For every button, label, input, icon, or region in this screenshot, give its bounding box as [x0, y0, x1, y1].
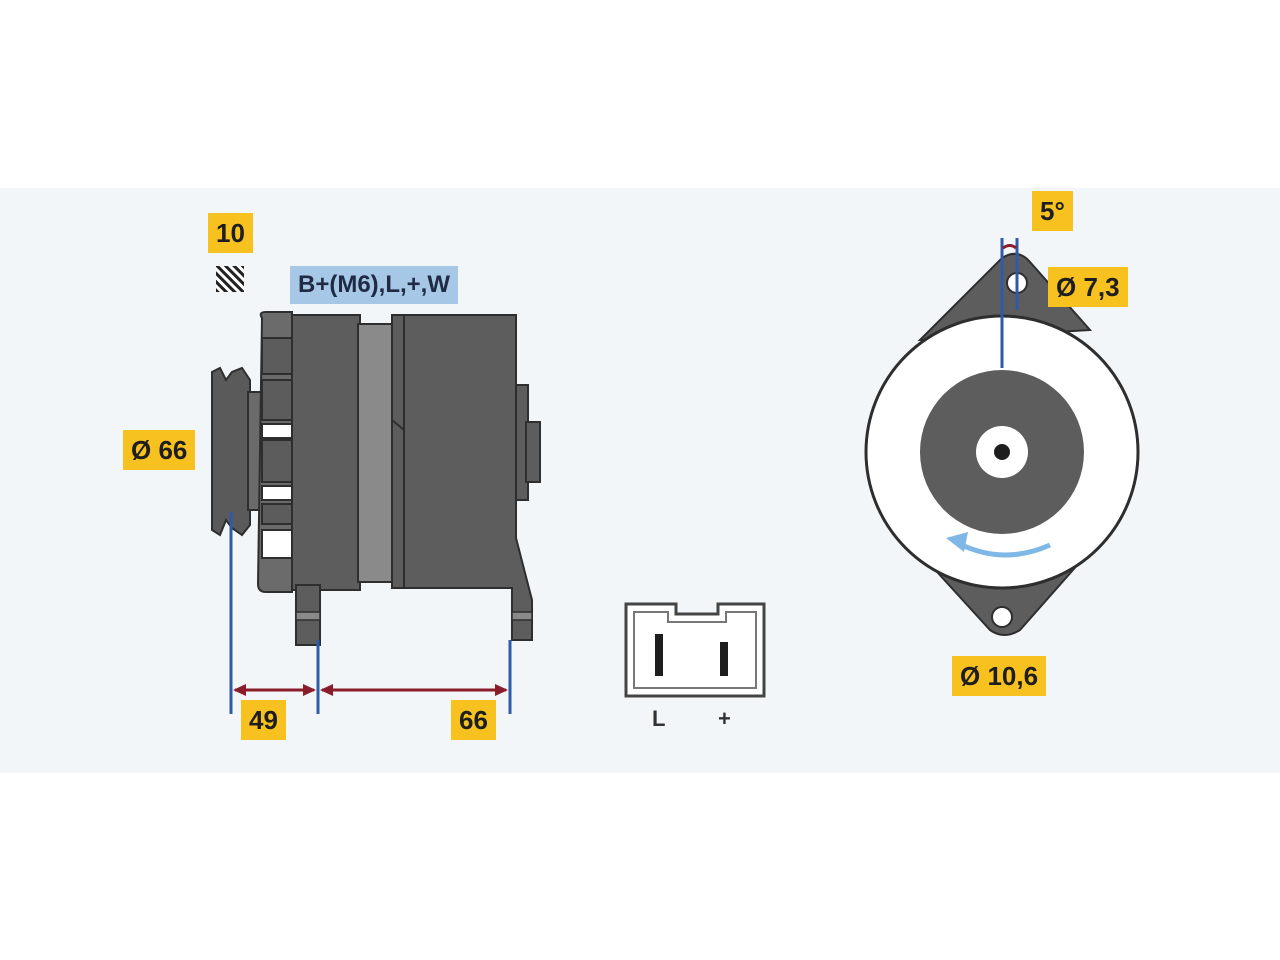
- hole-bottom-diameter-label: Ø 10,6: [952, 656, 1047, 696]
- bracket-slot: [261, 503, 293, 525]
- pulley-diameter-label: Ø 66: [123, 430, 196, 470]
- code-10-label: 10: [208, 213, 253, 253]
- hole-top-diameter-label: Ø 7,3: [1048, 267, 1128, 307]
- hole-bottom: [991, 606, 1013, 628]
- front-housing: [291, 314, 361, 591]
- dimension-49-label: 49: [241, 700, 286, 740]
- rear-terminal: [525, 421, 541, 483]
- pulley: [211, 366, 251, 537]
- bracket-slot: [261, 485, 293, 501]
- connection-label: B+(M6),L,+,W: [290, 266, 459, 304]
- bracket-slot: [261, 379, 293, 421]
- terminal-plus-label: +: [718, 706, 731, 731]
- alternator-side-view: [211, 311, 541, 646]
- hatched-square-icon: [216, 266, 244, 292]
- terminal-l-label: L: [652, 706, 666, 731]
- angle-label: 5°: [1032, 191, 1073, 231]
- plug-connector: [624, 602, 766, 698]
- stator: [357, 323, 393, 583]
- alternator-front-view: [864, 238, 1140, 636]
- pin-l: [655, 634, 663, 676]
- pin-plus: [720, 642, 728, 676]
- dimension-66-label: 66: [451, 700, 496, 740]
- rear-housing: [391, 314, 533, 641]
- rotation-arrow-icon: [960, 542, 1052, 558]
- shaft: [994, 444, 1010, 460]
- bracket-slot: [261, 337, 293, 375]
- bracket-slot: [261, 439, 293, 483]
- side-dimensions: [229, 512, 512, 714]
- bracket-slot: [261, 423, 293, 439]
- bracket-slot: [261, 529, 293, 559]
